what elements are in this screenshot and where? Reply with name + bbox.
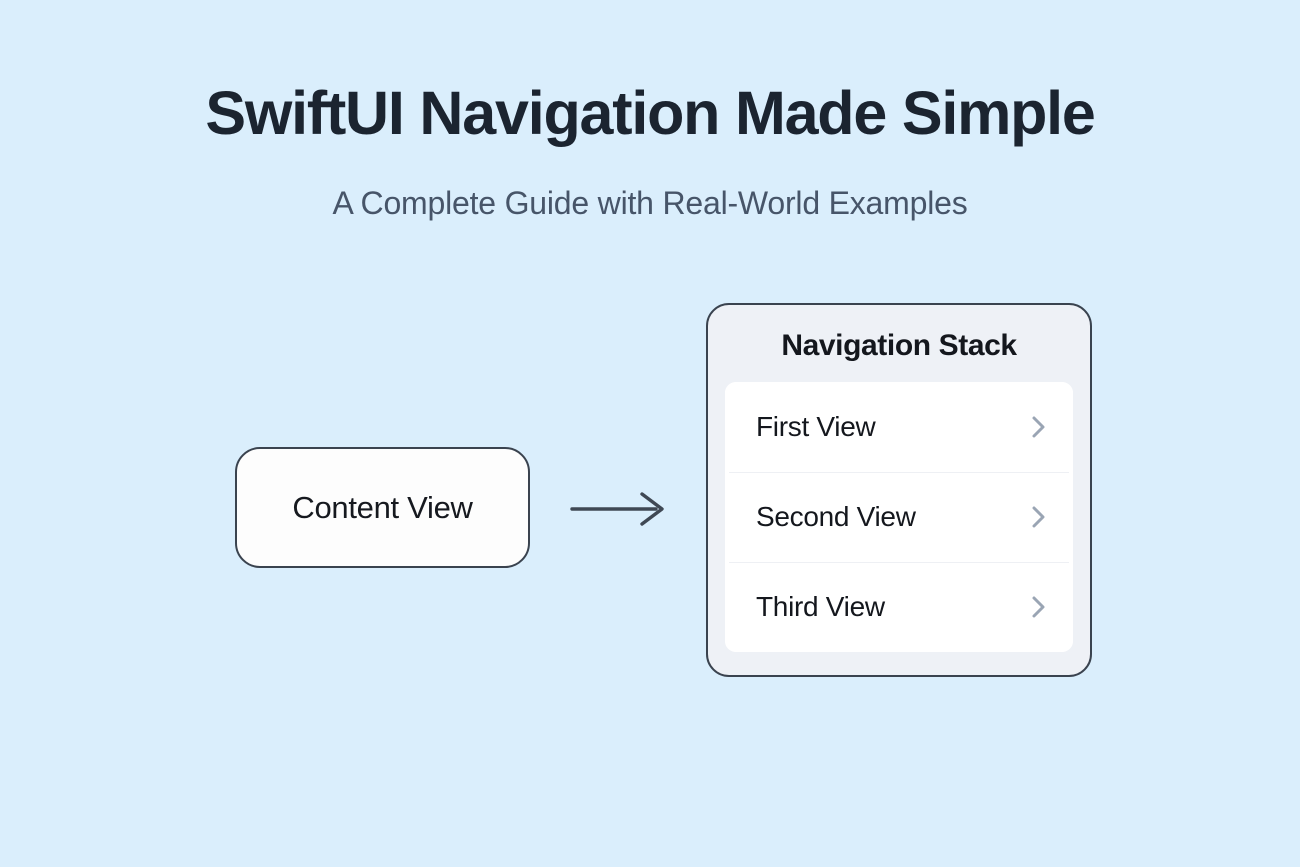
navigation-stack-title: Navigation Stack (781, 329, 1017, 362)
content-view-node[interactable]: Content View (235, 447, 530, 568)
arrow-right-icon (570, 492, 664, 526)
page-title: SwiftUI Navigation Made Simple (205, 79, 1096, 147)
list-item[interactable]: First View (725, 382, 1073, 472)
list-item-label: First View (756, 411, 876, 442)
list-item[interactable]: Second View (725, 472, 1073, 562)
chevron-right-icon (1032, 506, 1045, 528)
content-view-node-label: Content View (292, 489, 473, 525)
list-item-label: Third View (756, 591, 885, 622)
navigation-stack-card: Navigation Stack First View Second View … (706, 303, 1092, 677)
navigation-stack-list: First View Second View Third View (725, 382, 1073, 652)
chevron-right-icon (1032, 416, 1045, 438)
chevron-right-icon (1032, 596, 1045, 618)
page-subtitle: A Complete Guide with Real-World Example… (332, 185, 968, 221)
list-item[interactable]: Third View (725, 562, 1073, 652)
list-item-label: Second View (756, 501, 916, 532)
